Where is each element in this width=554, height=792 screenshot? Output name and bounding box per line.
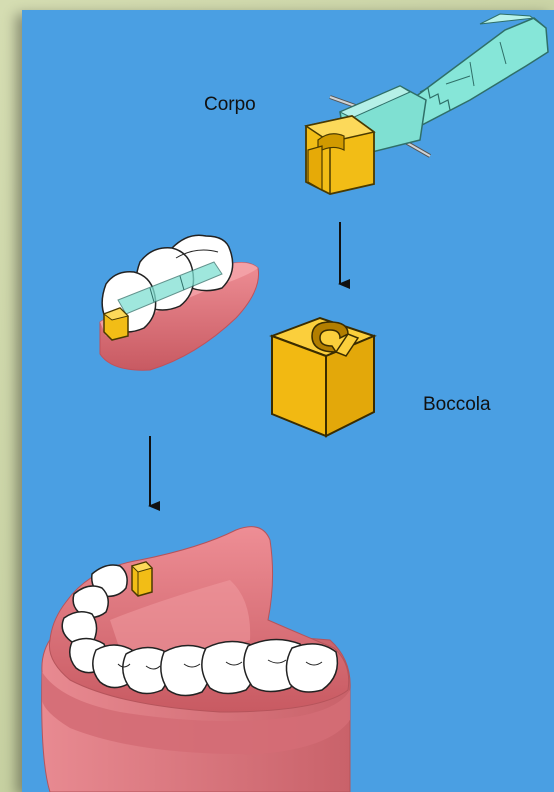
boccola-sleeve (272, 318, 374, 436)
lower-arch-denture (42, 527, 351, 792)
corpo-holder-assembly (306, 14, 548, 194)
gum-with-holder (100, 235, 259, 370)
label-corpo: Corpo (204, 94, 256, 116)
label-boccola: Boccola (423, 394, 491, 416)
